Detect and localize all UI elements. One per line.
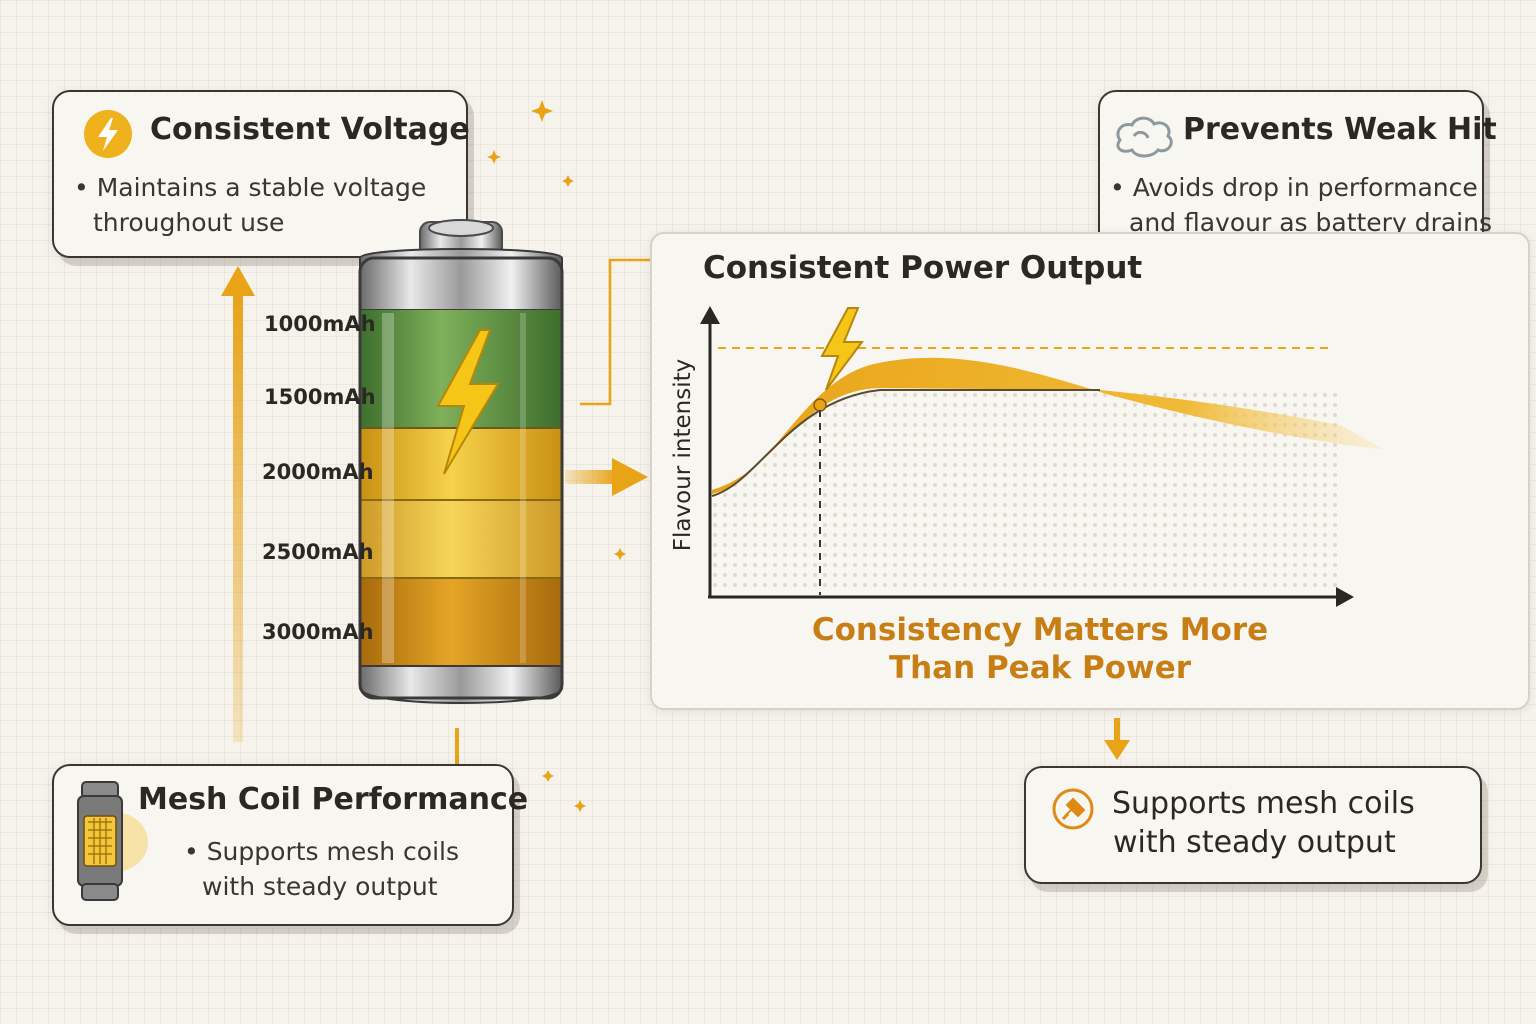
battery-to-chart-connector: [580, 258, 650, 406]
capacity-label-1000: 1000mAh: [264, 312, 376, 336]
mesh-connector: [455, 728, 459, 764]
prevents-weak-hit-card: [1098, 90, 1484, 260]
battery-illustration: [358, 219, 564, 704]
power-plug-icon: [1052, 788, 1094, 830]
capacity-label-2500: 2500mAh: [262, 540, 374, 564]
consistent-voltage-line2: throughout use: [93, 208, 285, 237]
smoke-cloud-icon: [1116, 116, 1173, 158]
supports-mesh-card: [1024, 766, 1482, 884]
down-arrow: [1104, 718, 1130, 760]
x-axis-arrow: [1336, 587, 1354, 607]
supports-mesh-line1: Supports mesh coils: [1112, 786, 1415, 821]
prevents-weak-hit-title: Prevents Weak Hit: [1183, 112, 1497, 147]
y-axis-arrow: [700, 306, 720, 324]
chart-area-fill: [712, 392, 1340, 592]
battery-bolt-icon: [436, 329, 500, 475]
start-point: [813, 398, 827, 412]
consistent-voltage-line1: • Maintains a stable voltage: [74, 173, 427, 202]
power-curve: [711, 389, 1100, 497]
chart-caption-line2: Than Peak Power: [888, 650, 1192, 686]
supports-mesh-line2: with steady output: [1113, 825, 1396, 860]
y-axis-label: Flavour intensity: [670, 358, 696, 552]
right-arrow: [565, 458, 648, 496]
mesh-coil-icon: [77, 781, 148, 901]
mesh-coil-title: Mesh Coil Performance: [138, 782, 529, 817]
chart-caption-line1: Consistency Matters More: [811, 612, 1269, 648]
sparkle-decoration: [487, 100, 626, 812]
power-band: [712, 357, 1385, 494]
capacity-label-1500: 1500mAh: [264, 385, 376, 409]
capacity-label-2000: 2000mAh: [262, 460, 374, 484]
lightning-bolt-icon: [84, 110, 132, 158]
mesh-coil-line2: with steady output: [202, 872, 438, 901]
chart-title: Consistent Power Output: [703, 250, 1143, 286]
capacity-label-3000: 3000mAh: [262, 620, 374, 644]
consistent-voltage-title: Consistent Voltage: [150, 112, 470, 147]
power-output-chart: [700, 306, 1385, 607]
peak-bolt-icon: [820, 307, 864, 391]
mesh-coil-line1: • Supports mesh coils: [184, 837, 459, 866]
up-arrow: [221, 266, 255, 742]
prevents-weak-hit-line1: • Avoids drop in performance: [1110, 173, 1478, 202]
